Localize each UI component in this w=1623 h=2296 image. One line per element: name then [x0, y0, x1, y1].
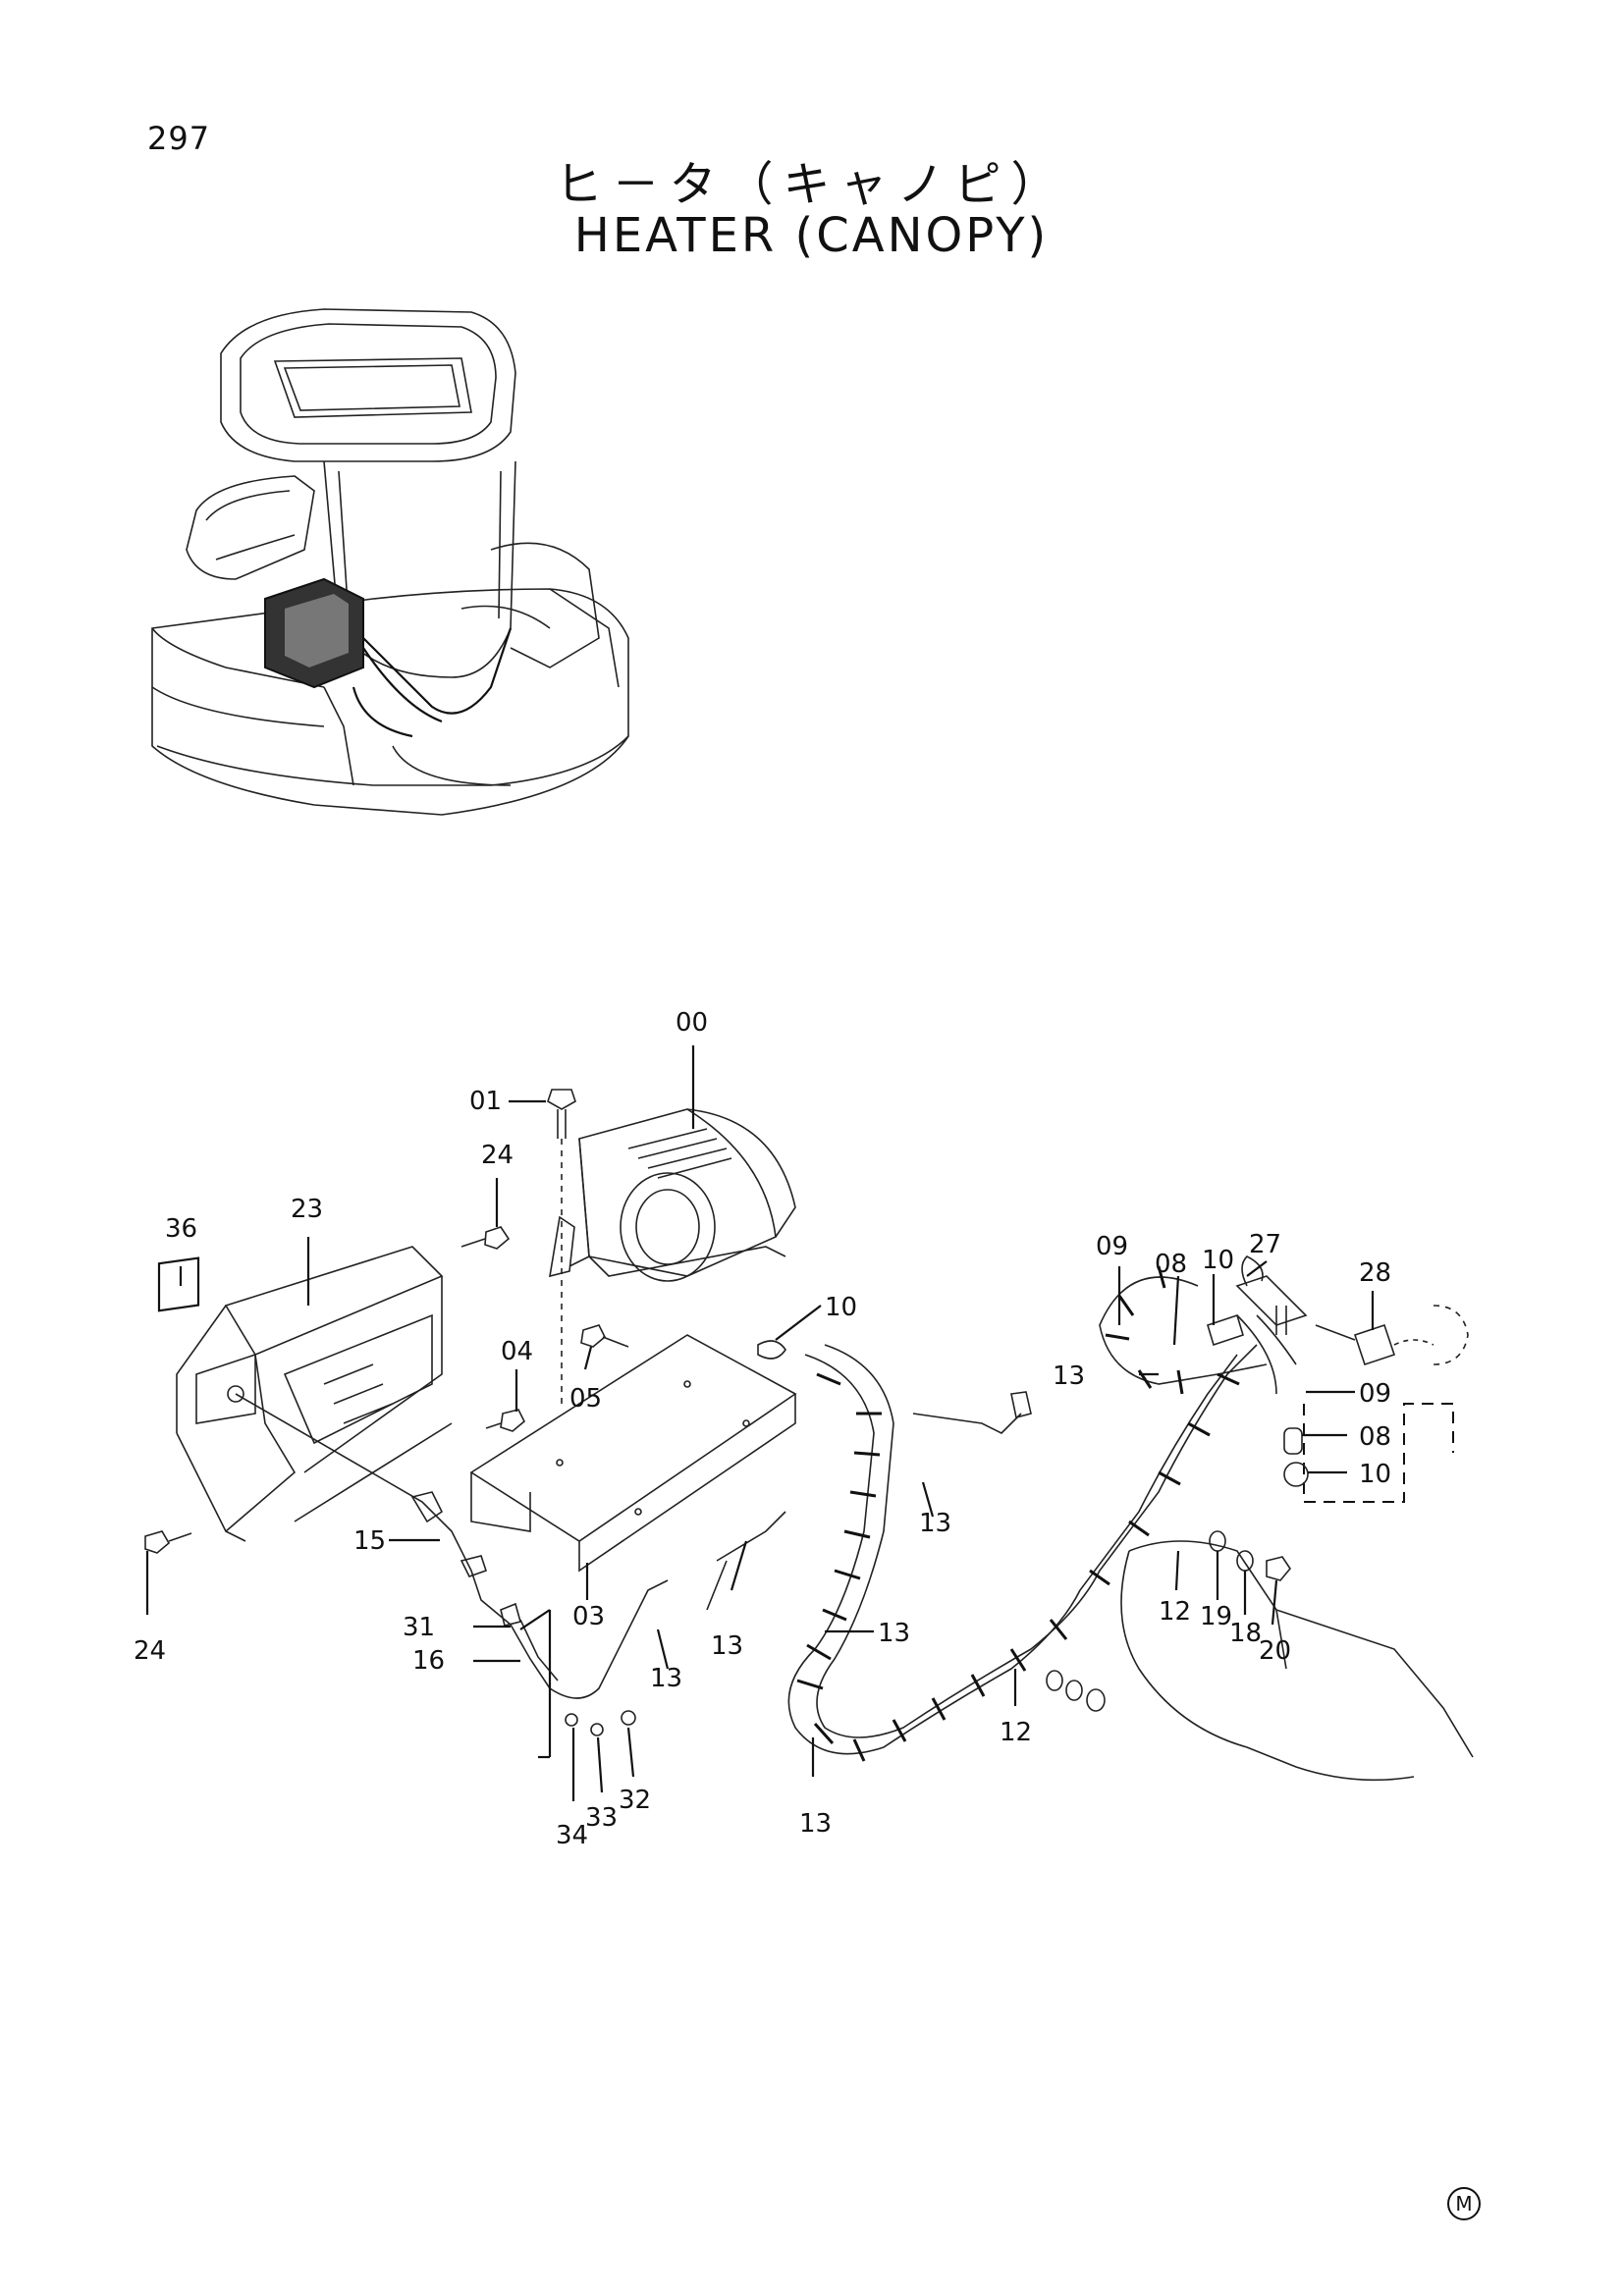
label-13-f: 13 — [1053, 1362, 1085, 1391]
label-28: 28 — [1359, 1258, 1391, 1288]
label-18: 18 — [1229, 1619, 1262, 1648]
label-13-c: 13 — [650, 1664, 682, 1693]
corrugated-hose-a — [787, 1344, 1258, 1755]
label-27: 27 — [1249, 1230, 1281, 1259]
label-01: 01 — [469, 1087, 502, 1116]
label-13-e: 13 — [799, 1809, 832, 1839]
label-13-b: 13 — [711, 1631, 743, 1661]
label-08-upper: 08 — [1155, 1250, 1187, 1279]
label-13-a: 13 — [919, 1509, 951, 1538]
label-10-valve: 10 — [1202, 1246, 1234, 1275]
label-05: 05 — [569, 1384, 602, 1414]
dashed-group-outline — [1303, 1403, 1454, 1503]
part-labels: 00 01 24 36 23 04 05 10 03 24 15 31 16 1… — [134, 1008, 1391, 1850]
label-10-upper: 10 — [825, 1293, 857, 1322]
label-24-bottom: 24 — [134, 1636, 166, 1666]
title-english: HEATER (CANOPY) — [573, 208, 1050, 263]
wire-harness-part — [706, 1391, 1032, 1611]
heater-unit-part — [549, 1108, 796, 1282]
label-19: 19 — [1200, 1602, 1232, 1631]
engine-outline — [1120, 1540, 1474, 1782]
nut-20-part — [1266, 1556, 1291, 1581]
label-12-lower: 12 — [1000, 1718, 1032, 1747]
label-08-right: 08 — [1359, 1422, 1391, 1452]
duct-23-part — [176, 1246, 453, 1542]
label-24-top: 24 — [481, 1141, 514, 1170]
label-34: 34 — [556, 1821, 588, 1850]
hose-15-16-part — [235, 1393, 669, 1736]
label-04: 04 — [501, 1337, 533, 1366]
washers-12-part — [1046, 1670, 1106, 1712]
label-15: 15 — [353, 1526, 386, 1556]
label-31: 31 — [403, 1613, 435, 1642]
label-09-right: 09 — [1359, 1379, 1391, 1409]
clamp-10-upper-part — [757, 1340, 786, 1360]
label-16: 16 — [412, 1646, 445, 1676]
washer-18-part — [1236, 1550, 1254, 1572]
label-12-upper: 12 — [1159, 1597, 1191, 1627]
fitting-28-part — [1315, 1305, 1469, 1366]
label-09-upper: 09 — [1096, 1232, 1128, 1261]
bolt-24-part — [144, 1226, 511, 1554]
label-23: 23 — [291, 1195, 323, 1224]
hose-corrugation-marks — [796, 1265, 1240, 1762]
label-13-d: 13 — [878, 1619, 910, 1648]
bolt-01-part — [547, 1089, 576, 1404]
label-33: 33 — [585, 1803, 618, 1833]
label-10-right: 10 — [1359, 1460, 1391, 1489]
washer-19-part — [1209, 1530, 1226, 1552]
label-36-part — [157, 1256, 200, 1312]
label-36: 36 — [165, 1214, 197, 1244]
bolt-05-part — [580, 1324, 629, 1348]
clamp-10-part — [1283, 1462, 1309, 1487]
plate-03-part — [469, 1334, 797, 1573]
heater-location-highlight — [264, 577, 513, 738]
label-20: 20 — [1259, 1636, 1291, 1666]
fitting-08-part — [1283, 1427, 1303, 1455]
corrugated-hose-b — [1099, 1276, 1297, 1395]
manufacturer-mark: M — [1447, 2187, 1481, 2220]
title-japanese: ヒ－タ（キャノピ） — [555, 157, 1068, 212]
label-03: 03 — [572, 1602, 605, 1631]
label-32: 32 — [619, 1786, 651, 1815]
label-00: 00 — [676, 1008, 708, 1038]
valve-27-part — [1207, 1255, 1308, 1347]
page-number: 297 — [147, 120, 211, 157]
bolt-04-part — [485, 1409, 525, 1432]
leader-lines — [145, 1045, 1375, 1801]
